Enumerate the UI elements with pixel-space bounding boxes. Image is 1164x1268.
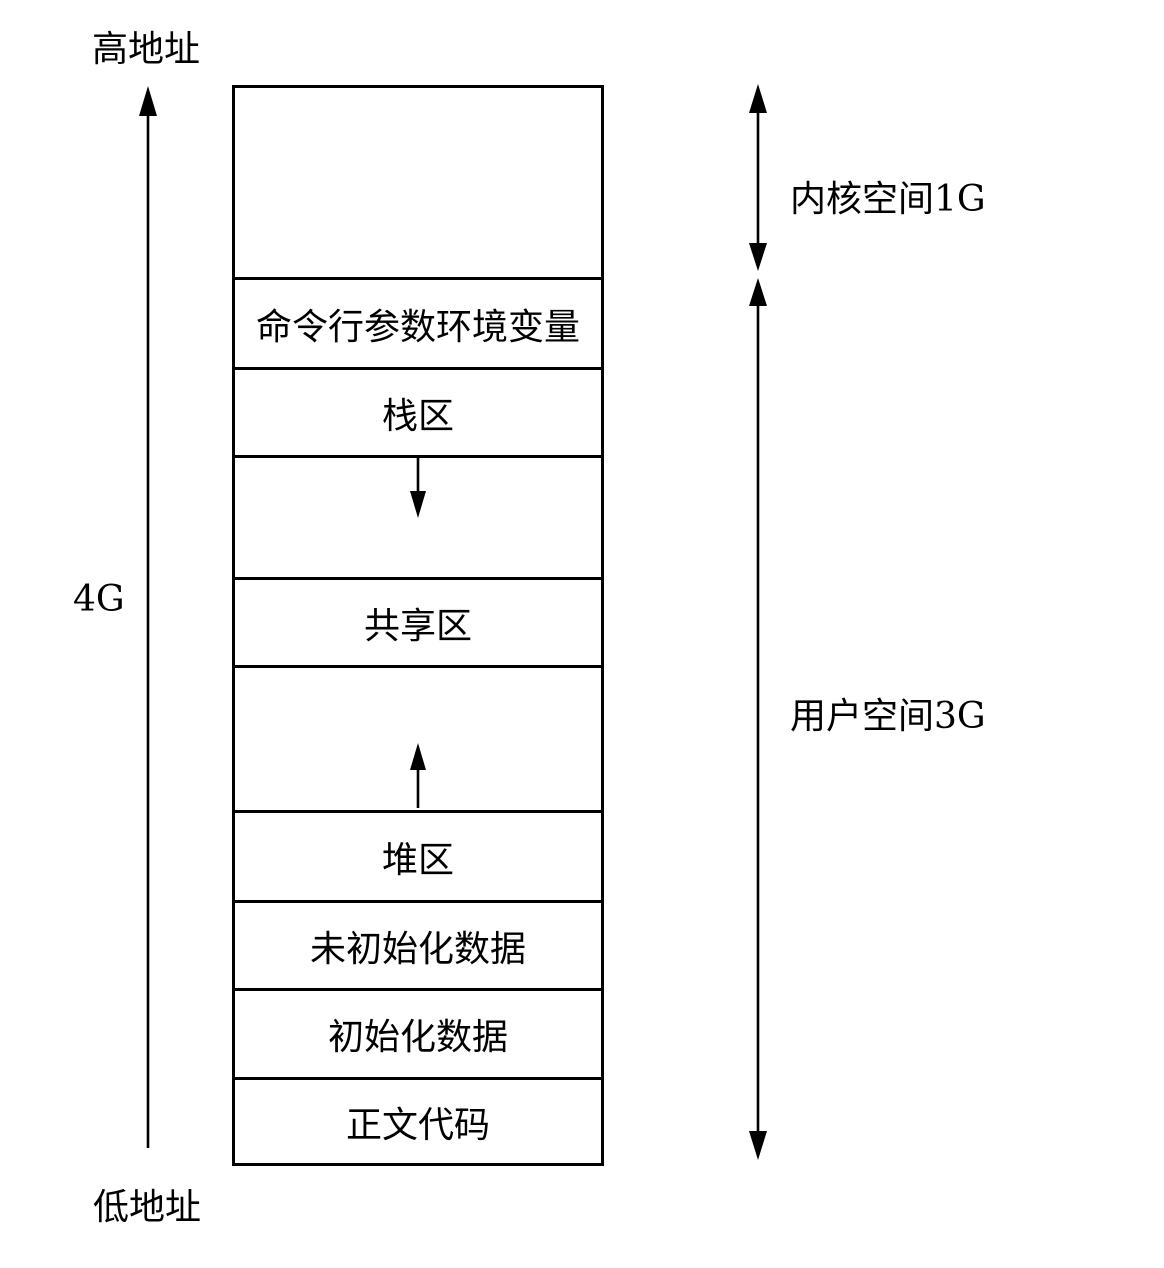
region-label: 命令行参数环境变量	[255, 306, 580, 348]
total-size-label: 4G	[73, 579, 125, 620]
region-initialized-data: 初始化数据	[235, 991, 601, 1080]
kernel-space-extent-arrow-icon	[749, 84, 767, 271]
region-cmdline-env: 命令行参数环境变量	[235, 280, 601, 370]
region-label: 初始化数据	[327, 1017, 508, 1058]
region-label: 共享区	[363, 605, 472, 647]
kernel-space-label: 内核空间1G	[790, 179, 986, 220]
region-uninitialized-data: 未初始化数据	[235, 903, 601, 991]
region-stack: 栈区	[235, 370, 601, 458]
user-space-label: 用户空间3G	[790, 696, 986, 737]
region-shared-area: 共享区	[235, 580, 601, 668]
high-address-label: 高地址	[92, 29, 201, 70]
region-label: 未初始化数据	[309, 928, 526, 970]
memory-region-stack: 命令行参数环境变量 栈区 共享区 堆区 未初始化数据 初始化数据 正文代码	[232, 85, 604, 1166]
region-kernel-space	[235, 88, 601, 280]
region-stack-growth-gap	[235, 458, 601, 580]
region-label: 栈区	[381, 395, 454, 437]
region-heap: 堆区	[235, 813, 601, 903]
low-address-label: 低地址	[93, 1187, 202, 1228]
region-label: 堆区	[381, 839, 454, 881]
region-label: 正文代码	[345, 1104, 490, 1146]
region-text-code: 正文代码	[235, 1080, 601, 1163]
address-axis-up-arrow-icon	[139, 86, 157, 1148]
region-heap-growth-gap	[235, 668, 601, 813]
user-space-extent-arrow-icon	[749, 278, 767, 1160]
